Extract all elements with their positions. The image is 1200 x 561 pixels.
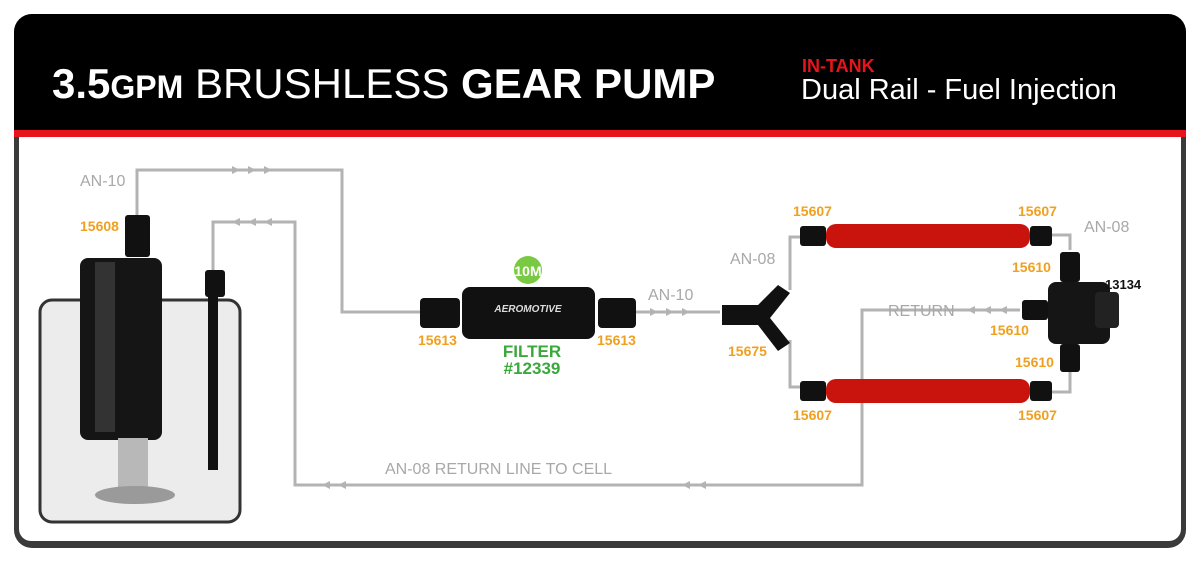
filter-brand: AEROMOTIVE xyxy=(493,304,562,315)
diagram-card: 3.5GPM BRUSHLESS GEAR PUMP IN-TANK Dual … xyxy=(14,14,1186,548)
regulator-13134 xyxy=(1048,282,1110,344)
fitting-15610-bottom xyxy=(1060,344,1080,372)
label-an10-mid: AN-10 xyxy=(648,287,693,304)
fitting-15613-in xyxy=(420,298,460,328)
return-line xyxy=(211,220,1020,487)
part-15613: 15613 xyxy=(418,332,457,348)
part-13134: 13134 xyxy=(1105,277,1142,292)
fitting-15610-top xyxy=(1060,252,1080,282)
y-block-15675 xyxy=(722,285,790,351)
part-15675: 15675 xyxy=(728,343,767,359)
return-fitting xyxy=(205,270,225,297)
title: 3.5GPM BRUSHLESS GEAR PUMP xyxy=(52,60,715,108)
rail-fitting xyxy=(1030,226,1052,246)
rail-fitting xyxy=(800,381,826,401)
part-15607: 15607 xyxy=(1018,203,1057,219)
upper-fuel-rail xyxy=(826,224,1030,248)
part-15608: 15608 xyxy=(80,218,119,234)
upper-branch xyxy=(788,235,800,290)
label-return: RETURN xyxy=(888,303,955,320)
label-an08-right: AN-08 xyxy=(1084,219,1129,236)
filter-label: FILTER xyxy=(503,342,561,361)
return-tube xyxy=(208,297,218,470)
subtitle: Dual Rail - Fuel Injection xyxy=(801,74,1117,106)
label-return-line: AN-08 RETURN LINE TO CELL xyxy=(385,461,612,478)
supply-line xyxy=(135,168,420,314)
filter-number: #12339 xyxy=(504,359,561,378)
header: 3.5GPM BRUSHLESS GEAR PUMP IN-TANK Dual … xyxy=(14,14,1186,130)
upper-rail-to-reg xyxy=(1052,233,1072,250)
title-num: 3.5 xyxy=(52,60,111,107)
lower-fuel-rail xyxy=(826,379,1030,403)
label-an08-upper: AN-08 xyxy=(730,251,775,268)
flow-arrows xyxy=(232,166,1007,489)
part-15610: 15610 xyxy=(990,322,1029,338)
part-15610: 15610 xyxy=(1012,259,1051,275)
fuel-pump xyxy=(80,258,175,504)
title-light: BRUSHLESS xyxy=(194,60,450,107)
fuel-lines xyxy=(135,168,1072,487)
rail-fitting xyxy=(1030,381,1052,401)
fitting-15610-left xyxy=(1022,300,1048,320)
red-stripe xyxy=(14,130,1186,137)
part-15607: 15607 xyxy=(1018,407,1057,423)
lower-rail-to-reg xyxy=(1052,372,1072,394)
title-unit: GPM xyxy=(110,69,184,105)
part-15610: 15610 xyxy=(1015,354,1054,370)
lower-branch xyxy=(788,340,800,389)
fuel-filter xyxy=(462,287,595,339)
title-bold: GEAR PUMP xyxy=(461,60,716,107)
fitting-15608 xyxy=(125,215,150,257)
part-15607: 15607 xyxy=(793,203,832,219)
micron-badge xyxy=(514,256,542,284)
micron-badge-text: 10M xyxy=(514,263,541,279)
rail-fitting xyxy=(800,226,826,246)
part-15613: 15613 xyxy=(597,332,636,348)
in-tank-tag: IN-TANK xyxy=(802,56,875,76)
label-an10-supply: AN-10 xyxy=(80,173,125,190)
fitting-15613-out xyxy=(598,298,636,328)
part-15607: 15607 xyxy=(793,407,832,423)
